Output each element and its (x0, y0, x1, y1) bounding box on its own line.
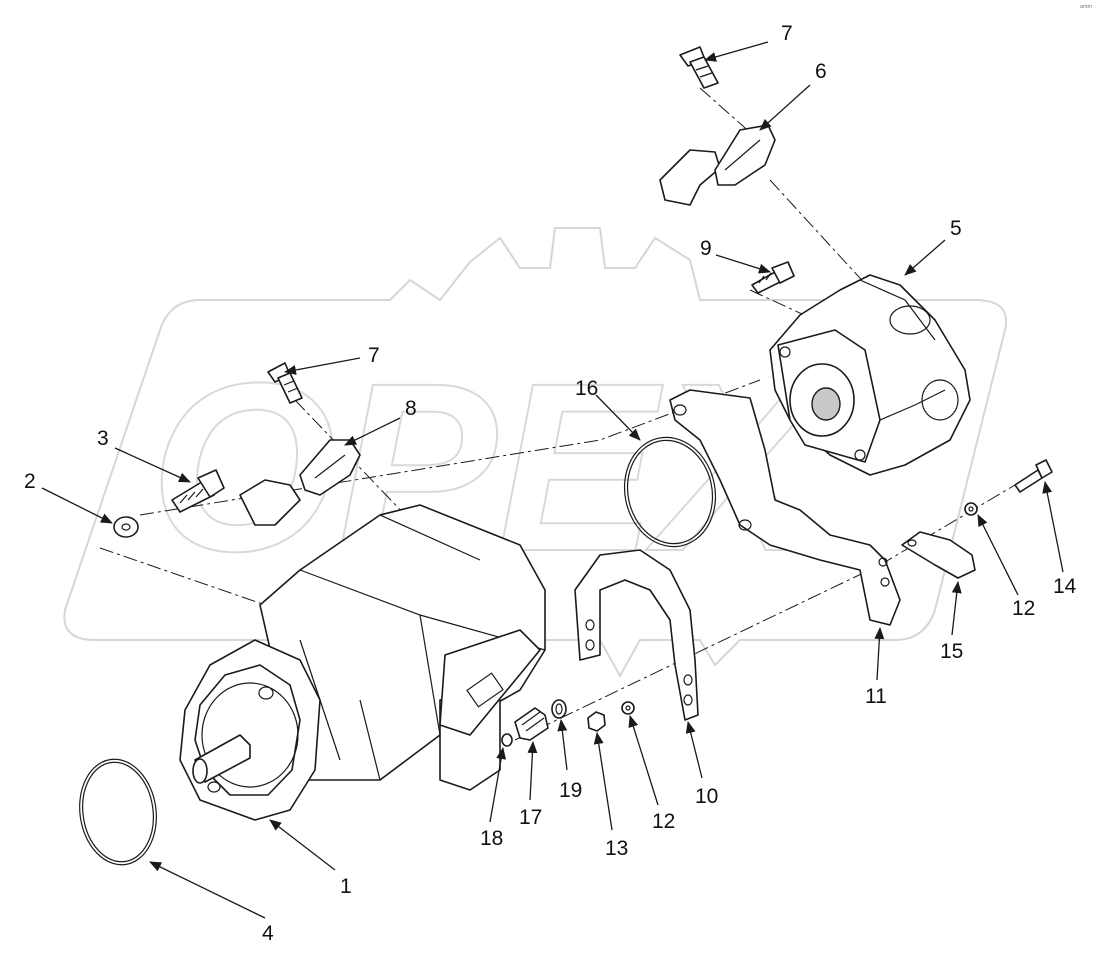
part-4-o-ring (79, 758, 157, 866)
callout-11: 11 (865, 685, 887, 708)
part-11-adapter-plate (669, 389, 901, 626)
callout-14: 14 (1053, 575, 1077, 598)
callout-6: 6 (815, 60, 827, 83)
callout-8: 8 (405, 397, 417, 420)
callout-9: 9 (700, 237, 712, 260)
part-2-washer (113, 516, 139, 538)
callout-15: 15 (940, 640, 963, 663)
callout-7-top: 7 (781, 22, 793, 45)
callout-1: 1 (340, 875, 352, 898)
part-16-o-ring (623, 436, 717, 548)
part-14-screw (1014, 459, 1053, 493)
callout-3: 3 (97, 427, 109, 450)
part-15-p-clip (901, 531, 976, 579)
callout-19: 19 (559, 779, 582, 802)
part-9-bolt (751, 261, 795, 294)
part-8-clamp (239, 439, 361, 526)
callout-4: 4 (262, 922, 274, 945)
part-18-small-o-ring (501, 733, 513, 747)
callout-13: 13 (605, 837, 628, 860)
callout-18: 18 (480, 827, 503, 850)
part-7-bolt-upper (679, 46, 719, 89)
callout-7-left: 7 (368, 344, 380, 367)
leader-lines (41, 41, 1064, 919)
part-10-u-bracket (574, 549, 699, 721)
callout-17: 17 (519, 806, 542, 829)
corner-mark: ᵃᵐᵐ (1080, 3, 1093, 12)
part-1-motor (179, 504, 546, 821)
callout-12-bottom: 12 (652, 810, 675, 833)
callout-labels: 7 6 9 5 7 16 8 3 2 14 12 15 11 10 12 13 … (24, 22, 1077, 945)
part-12-washer-lower (621, 701, 635, 715)
part-3-bolt (171, 469, 225, 513)
callout-12-right: 12 (1012, 597, 1035, 620)
part-5-pump (769, 274, 971, 476)
callout-5: 5 (950, 217, 962, 240)
part-12-washer-upper (964, 502, 978, 516)
part-6-clamp (659, 124, 776, 206)
callout-16: 16 (575, 377, 598, 400)
part-19-seal-ring (551, 699, 567, 719)
part-13-nut (587, 711, 606, 732)
callout-10: 10 (695, 785, 718, 808)
part-17-sensor-fitting (514, 707, 549, 741)
callout-2: 2 (24, 470, 36, 493)
